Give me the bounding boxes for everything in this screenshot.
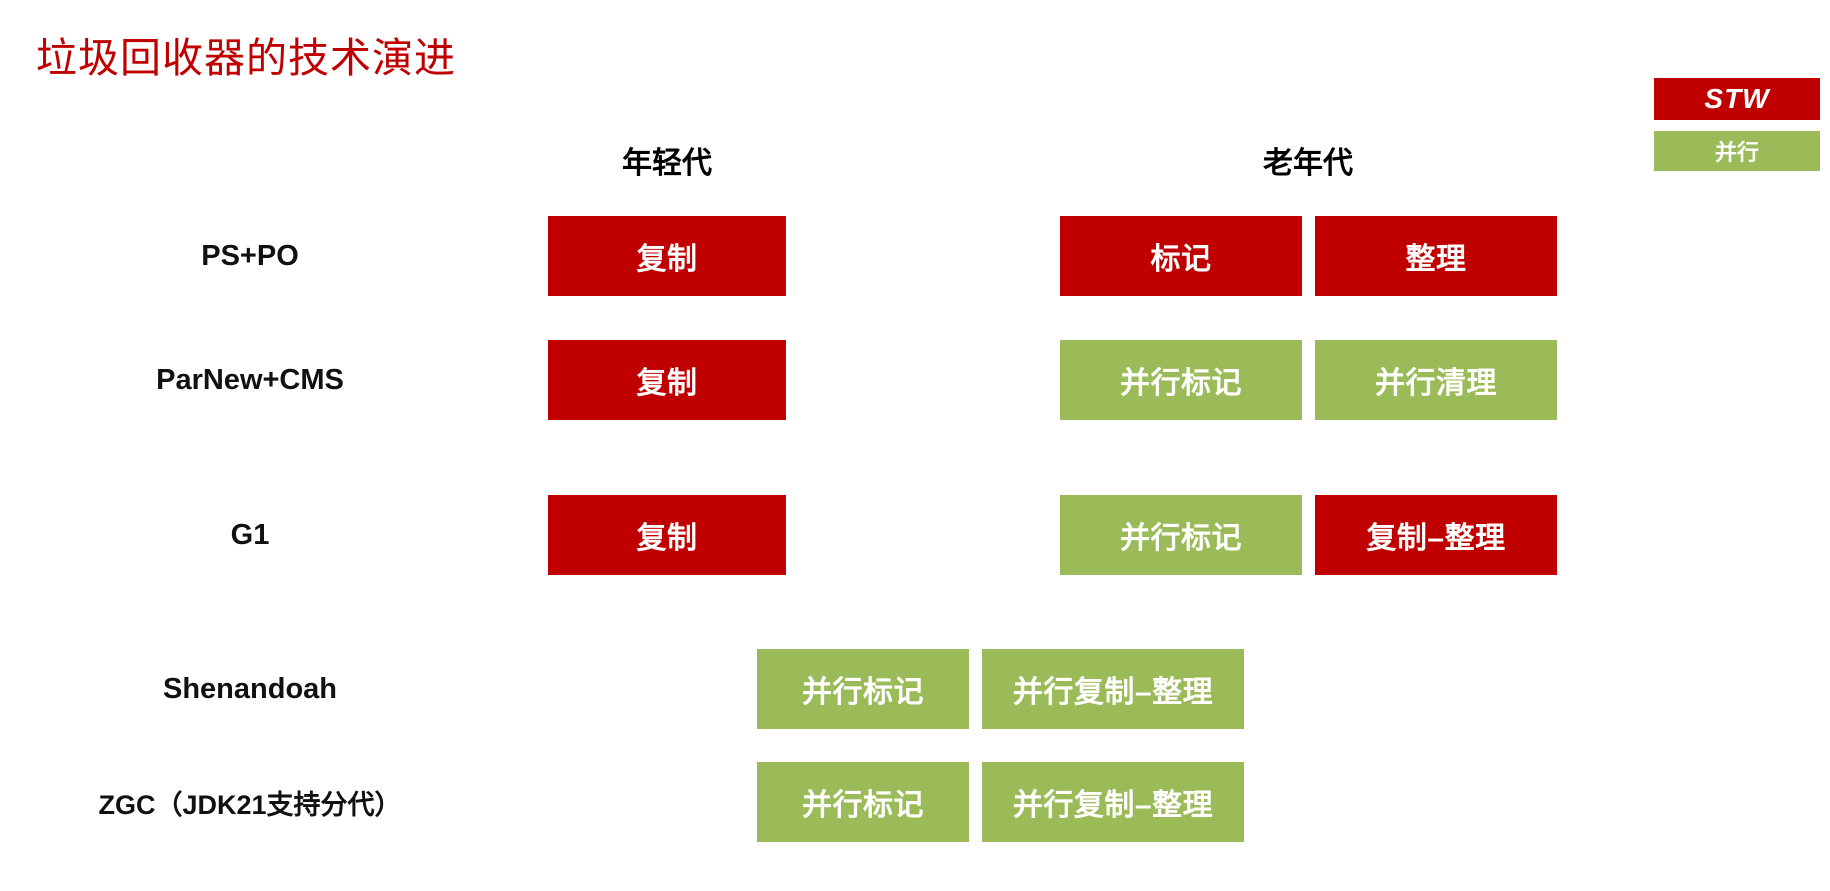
row-label-zgc: ZGC（JDK21支持分代） xyxy=(98,789,402,820)
phase-cell: 复制–整理 xyxy=(1315,495,1557,575)
phase-cell: 并行标记 xyxy=(1060,495,1302,575)
row-label-shenandoah: Shenandoah xyxy=(162,672,337,705)
table-row: ParNew+CMS 复制 并行标记 并行清理 xyxy=(0,332,1830,428)
legend: STW 并行 xyxy=(1654,78,1820,171)
column-header-old-gen: 老年代 xyxy=(1263,147,1353,180)
legend-label-parallel: 并行 xyxy=(1714,140,1759,165)
table-row: PS+PO 复制 标记 整理 xyxy=(0,208,1830,304)
phase-cell: 复制 xyxy=(548,340,786,420)
legend-item-stw: STW xyxy=(1654,78,1820,120)
table-row: G1 复制 并行标记 复制–整理 xyxy=(0,487,1830,583)
row-old-cells: 标记 整理 xyxy=(1060,208,1557,304)
phase-cell: 并行标记 xyxy=(1060,340,1302,420)
legend-label-stw: STW xyxy=(1704,83,1770,114)
phase-cell: 并行复制–整理 xyxy=(982,649,1244,729)
row-old-cells: 并行标记 复制–整理 xyxy=(1060,487,1557,583)
row-old-cells: 并行标记 并行复制–整理 xyxy=(757,641,1244,737)
column-header-young-gen: 年轻代 xyxy=(622,147,712,180)
row-old-cells: 并行标记 并行清理 xyxy=(1060,332,1557,428)
phase-cell: 复制 xyxy=(548,216,786,296)
page-title: 垃圾回收器的技术演进 xyxy=(36,34,456,82)
row-label-ps-po: PS+PO xyxy=(201,239,299,272)
row-young-cells: 复制 xyxy=(548,208,786,304)
row-label-g1: G1 xyxy=(230,518,270,551)
phase-cell: 并行复制–整理 xyxy=(982,762,1244,842)
row-old-cells: 并行标记 并行复制–整理 xyxy=(757,754,1244,850)
phase-cell: 标记 xyxy=(1060,216,1302,296)
phase-cell: 整理 xyxy=(1315,216,1557,296)
phase-cell: 并行标记 xyxy=(757,649,969,729)
phase-cell: 并行标记 xyxy=(757,762,969,842)
table-row: Shenandoah 并行标记 并行复制–整理 xyxy=(0,641,1830,737)
phase-cell: 复制 xyxy=(548,495,786,575)
row-label-parnew-cms: ParNew+CMS xyxy=(156,363,344,396)
phase-cell: 并行清理 xyxy=(1315,340,1557,420)
row-young-cells: 复制 xyxy=(548,332,786,428)
table-row: ZGC（JDK21支持分代） 并行标记 并行复制–整理 xyxy=(0,754,1830,850)
legend-item-parallel: 并行 xyxy=(1654,131,1820,171)
row-young-cells: 复制 xyxy=(548,487,786,583)
